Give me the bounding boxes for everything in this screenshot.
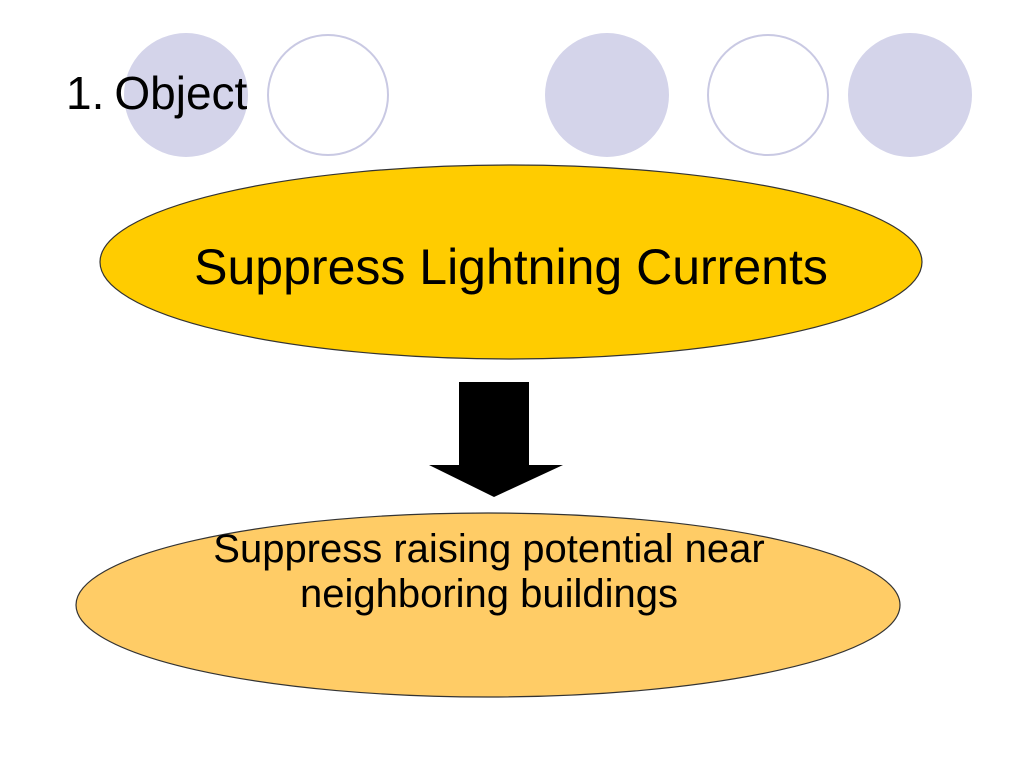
slide-title: 1.Object — [66, 70, 247, 116]
top-node-label: Suppress Lightning Currents — [194, 239, 828, 295]
down-arrow — [429, 382, 563, 497]
bottom-node-label: Suppress raising potential near neighbor… — [213, 527, 765, 617]
bottom-node-ellipse — [75, 512, 901, 698]
title-text: Object — [114, 67, 248, 119]
deco-circle-filled-2 — [545, 33, 669, 157]
deco-circle-outline-1 — [267, 34, 389, 156]
deco-circle-filled-3 — [848, 33, 972, 157]
deco-circle-filled-1 — [124, 33, 248, 157]
deco-circle-outline-2 — [707, 34, 829, 156]
title-number: 1. — [66, 67, 105, 119]
top-node-ellipse — [99, 164, 923, 360]
